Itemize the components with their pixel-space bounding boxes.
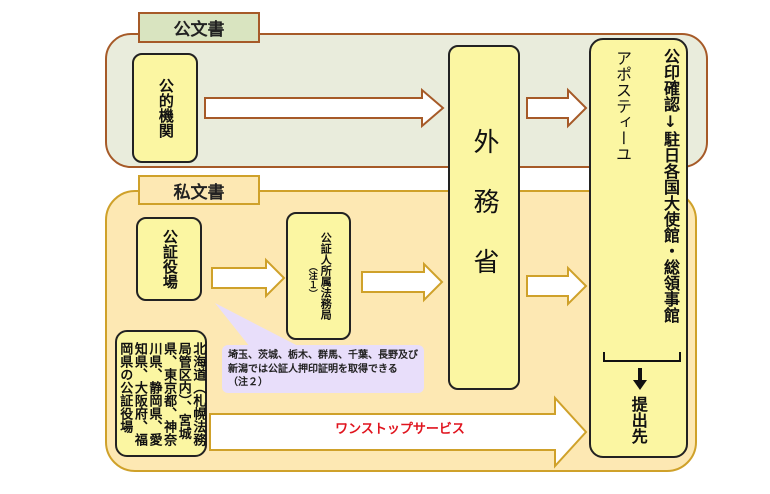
submit-arrow-icon (633, 368, 647, 392)
seal-confirmation-text: 公印確認↓駐日各国大使館・総領事館 (661, 48, 680, 323)
public-agency-node: 公的機関 (132, 53, 198, 163)
down-arrow-icon: ↓ (661, 112, 680, 131)
apostille-text: アポスティーユ (613, 50, 632, 162)
onestop-offices-line-1: 北海道（札幌法務 (190, 341, 206, 446)
callout-pointer-shape (215, 303, 300, 347)
onestop-offices-line-5: 知県、大阪府、福 (131, 341, 147, 446)
onestop-service-label: ワンストップサービス (335, 422, 465, 437)
seal-confirmation-label: 公印確認 (661, 48, 680, 112)
mofa-text: 外務省 (469, 127, 499, 308)
legal-affairs-bureau-text: 公証人所属法務局 (319, 232, 333, 320)
arrow-notary-to-bureau (211, 257, 286, 299)
arrow-bureau-to-mofa (361, 261, 444, 303)
mofa-node: 外務省 (448, 45, 520, 390)
callout-line-1: 埼玉、茨城、栃木、群馬、千葉、長野及び (228, 350, 418, 361)
onestop-offices-line-3: 県、東京都、神奈 (161, 341, 177, 446)
private-documents-label-text: 私文書 (173, 182, 225, 203)
public-documents-label-text: 公文書 (173, 20, 225, 40)
arrow-mofa-to-destination-private (526, 265, 588, 307)
submit-to-text: 提出先 (628, 396, 648, 444)
arrow-mofa-to-destination-public (526, 87, 588, 129)
notary-office-node: 公証役場 (136, 217, 202, 301)
onestop-offices-line-2: 局管区内）、宮城 (175, 341, 191, 440)
bracket-divider (603, 352, 681, 362)
legal-affairs-bureau-note: （注１） (306, 262, 317, 298)
public-documents-label: 公文書 (138, 12, 260, 43)
note-callout: 埼玉、茨城、栃木、群馬、千葉、長野及び 新潟では公証人押印証明を取得できる （注… (222, 345, 424, 393)
arrow-public-to-mofa (204, 87, 445, 129)
arrow-onestop-service (209, 395, 588, 469)
legal-affairs-bureau-node: 公証人所属法務局 （注１） (286, 212, 351, 340)
private-documents-label: 私文書 (138, 175, 260, 205)
destination-node: 公印確認↓駐日各国大使館・総領事館 アポスティーユ 提出先 (589, 38, 688, 458)
notary-office-text: 公証役場 (160, 229, 179, 289)
callout-line-2: 新潟では公証人押印証明を取得できる (228, 363, 398, 375)
embassies-label: 駐日各国大使館・総領事館 (661, 131, 680, 323)
onestop-offices-line-6: 岡県の公証役場 (117, 341, 133, 433)
public-agency-text: 公的機関 (156, 78, 175, 138)
onestop-offices-line-4: 川県、静岡県、愛 (146, 341, 162, 446)
onestop-notary-offices-node: 北海道（札幌法務 局管区内）、宮城 県、東京都、神奈 川県、静岡県、愛 知県、大… (115, 330, 207, 457)
callout-line-3: （注２） (228, 377, 268, 388)
